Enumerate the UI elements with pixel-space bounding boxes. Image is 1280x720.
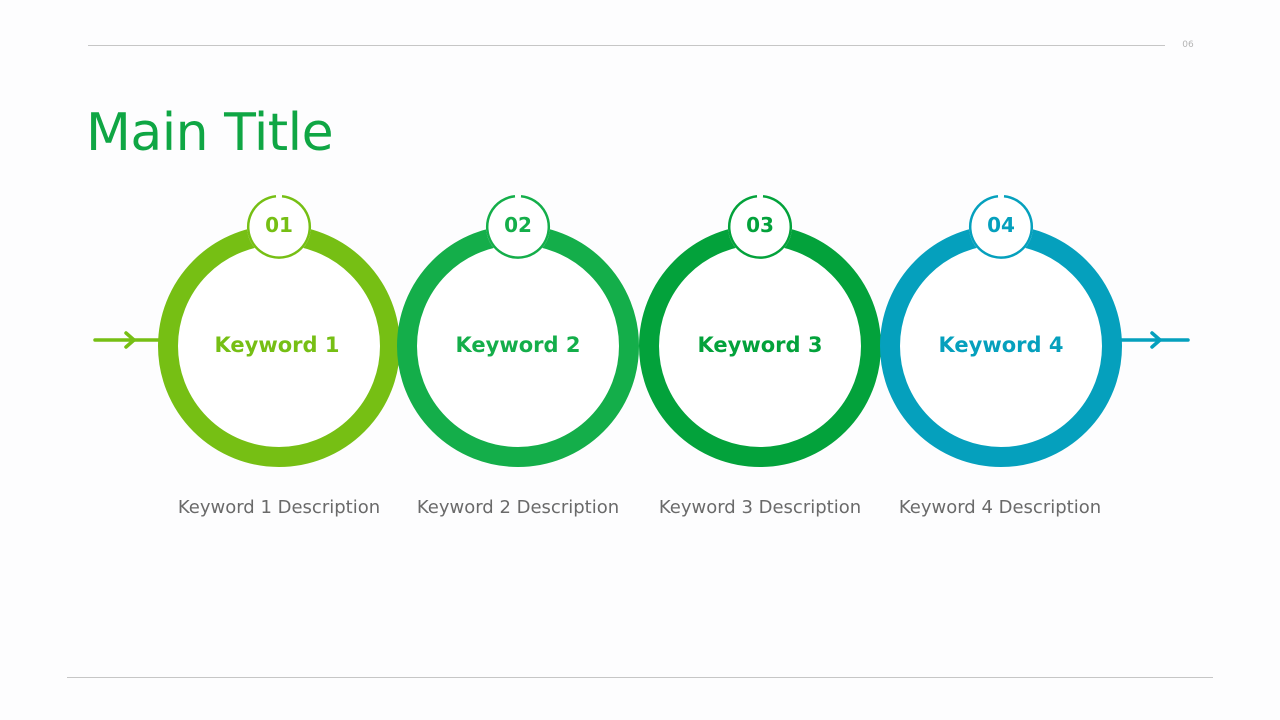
step-badge-2 [485, 194, 551, 259]
step-keyword-4: Keyword 4 [938, 333, 1064, 357]
step-description-4: Keyword 4 Description [898, 497, 1102, 518]
step-number-4: 04 [987, 213, 1015, 237]
page-number: 06 [1182, 40, 1194, 50]
exit-arrow-icon [1119, 331, 1190, 349]
step-description-2: Keyword 2 Description [416, 497, 620, 518]
step-number-2: 02 [504, 213, 532, 237]
step-badge-4 [968, 194, 1034, 259]
top-divider [88, 45, 1165, 46]
step-keyword-2: Keyword 2 [455, 333, 581, 357]
step-number-1: 01 [265, 213, 293, 237]
step-keyword-1: Keyword 1 [214, 333, 340, 357]
bottom-divider [67, 677, 1213, 678]
step-number-3: 03 [746, 213, 774, 237]
step-description-3: Keyword 3 Description [658, 497, 862, 518]
main-title: Main Title [86, 103, 334, 163]
step-badge-1 [246, 194, 312, 259]
entry-arrow-icon [93, 331, 164, 349]
step-badge-3 [727, 194, 793, 259]
step-keyword-3: Keyword 3 [697, 333, 823, 357]
step-description-1: Keyword 1 Description [177, 497, 381, 518]
